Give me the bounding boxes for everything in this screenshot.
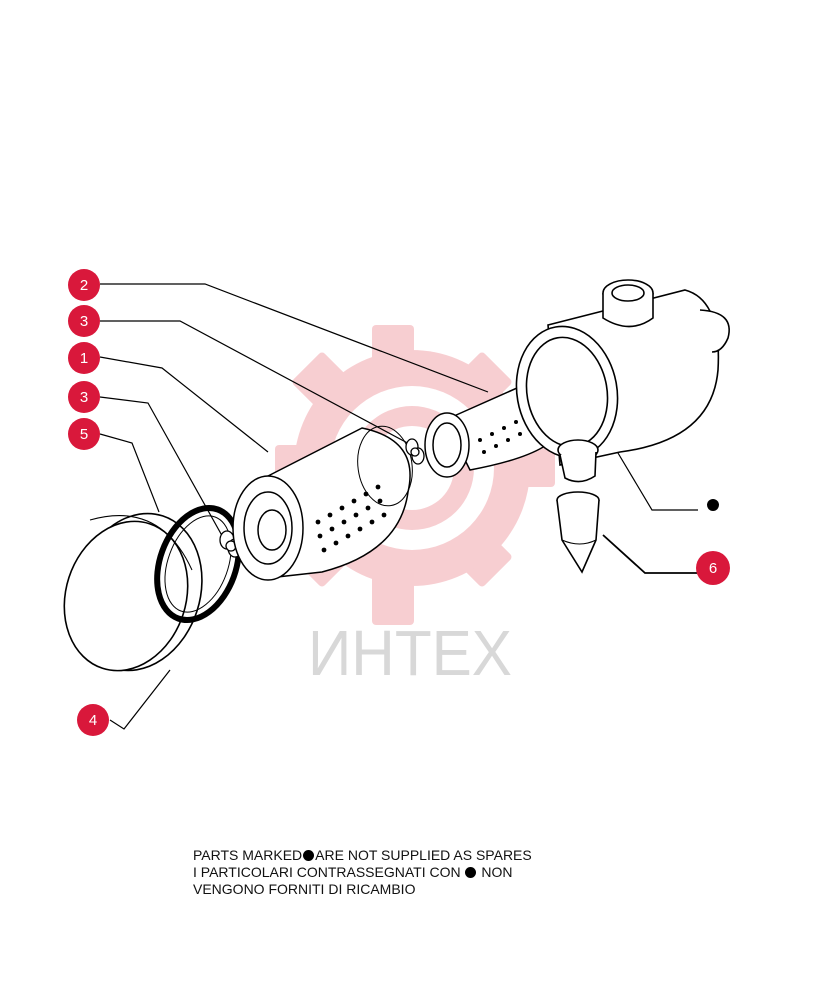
callout-6: 6: [696, 551, 730, 585]
leader-line-1: [99, 356, 269, 453]
leader-line-2: [100, 283, 489, 393]
leader-line-4: [109, 669, 171, 730]
filter-housing: [515, 279, 730, 483]
bullet-marker-icon: [465, 867, 477, 878]
wing-nut-part-3-upper: [405, 438, 425, 465]
callout-label: 6: [709, 560, 717, 577]
callout-3-lower: 3: [68, 381, 100, 413]
callout-group: 2 3 1 3 5 6 4: [68, 269, 730, 736]
callout-label: 5: [80, 426, 88, 443]
note-text: ARE NOT SUPPLIED AS SPARES: [315, 847, 532, 863]
gasket-ring-part-5: [154, 504, 242, 624]
callout-1: 1: [68, 342, 100, 374]
dust-valve-part-6: [556, 491, 600, 574]
end-cap-part-4: [63, 512, 203, 672]
bullet-marker-icon: [303, 850, 315, 861]
leader-line-3b: [99, 396, 226, 542]
callout-label: 2: [80, 277, 88, 294]
leader-line-dot: [614, 447, 698, 511]
callout-label: 3: [80, 313, 88, 330]
note-text: PARTS MARKED: [193, 847, 303, 863]
leader-line-3a: [100, 320, 416, 448]
leader-line-5: [99, 433, 160, 513]
callout-3-upper: 3: [68, 305, 100, 337]
leader-line-6: [602, 534, 697, 574]
note-line-1: PARTS MARKED ARE NOT SUPPLIED AS SPARES: [193, 847, 613, 864]
note-line-3: VENGONO FORNITI DI RICAMBIO: [193, 881, 416, 897]
callout-5: 5: [68, 418, 100, 450]
callout-2: 2: [68, 269, 100, 301]
not-supplied-marker: [707, 499, 719, 511]
callout-4: 4: [77, 704, 109, 736]
note-text: NON: [481, 864, 513, 880]
callout-label: 3: [80, 389, 88, 406]
watermark-text: ИНТЕХ: [308, 617, 512, 689]
filter-perforations: [315, 484, 387, 553]
callout-label: 4: [89, 712, 97, 729]
callout-label: 1: [80, 350, 88, 367]
parts-note: PARTS MARKED ARE NOT SUPPLIED AS SPARES I…: [193, 847, 613, 898]
leader-lines: [99, 283, 698, 730]
filter-cartridge-part-1: [232, 425, 413, 581]
note-text: I PARTICOLARI CONTRASSEGNATI CON: [193, 864, 461, 880]
note-line-2: I PARTICOLARI CONTRASSEGNATI CON NON: [193, 864, 613, 881]
